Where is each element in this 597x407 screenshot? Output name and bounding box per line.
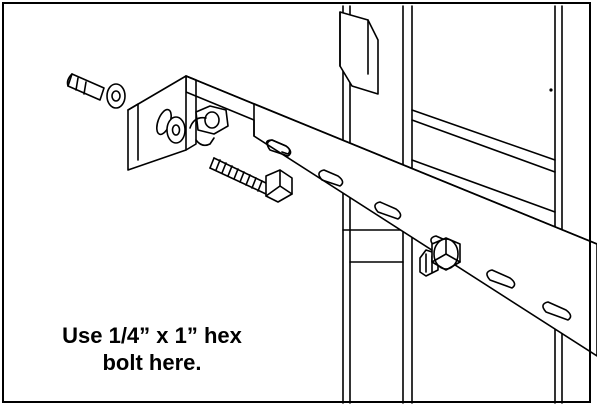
- frame-post-right: [554, 5, 563, 404]
- bar-slot: [265, 139, 292, 157]
- hex-nut: [189, 105, 229, 147]
- slotted-bar: [185, 75, 597, 357]
- figure-border: [2, 2, 591, 403]
- bar-bolt-nut: [419, 237, 461, 277]
- bar-slot: [542, 301, 572, 321]
- post-corner-tab: [339, 11, 379, 95]
- rivet-nut: [66, 73, 126, 109]
- caption-line-1: Use 1/4” x 1” hex: [62, 323, 242, 348]
- flat-washer: [166, 116, 186, 144]
- bar-slot: [374, 201, 402, 220]
- hex-bolt: [209, 157, 293, 203]
- speck: [549, 88, 553, 92]
- instruction-caption: Use 1/4” x 1” hex bolt here.: [22, 322, 282, 376]
- caption-line-2: bolt here.: [102, 350, 202, 375]
- bar-slot: [318, 169, 344, 187]
- bar-slot: [486, 269, 516, 289]
